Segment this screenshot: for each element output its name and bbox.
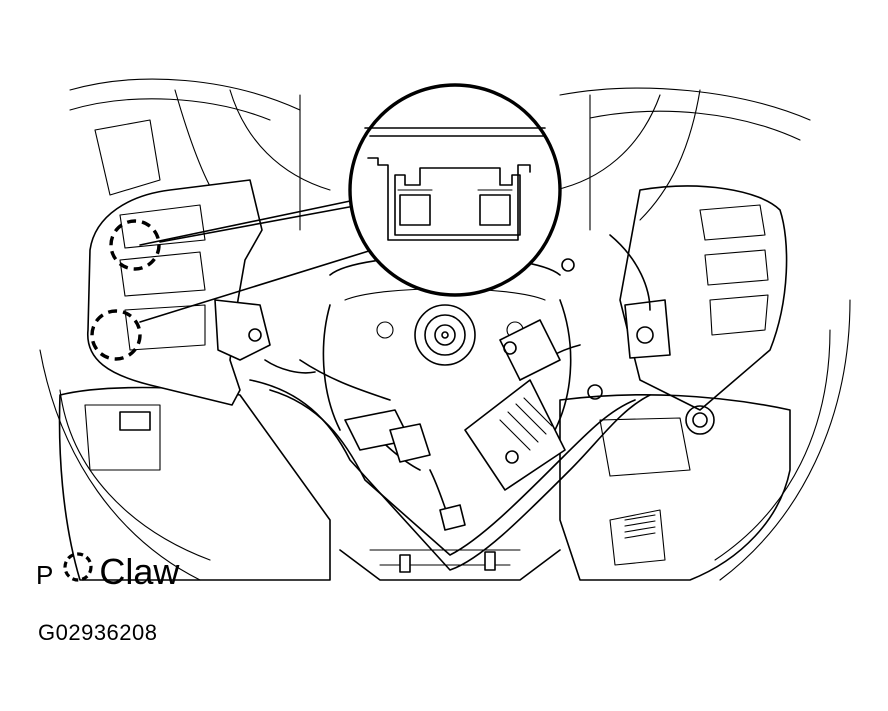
left-switch-pad — [87, 119, 316, 406]
claw-marker-upper — [109, 219, 161, 271]
detail-callout-circle — [348, 83, 562, 297]
steering-wheel-body — [249, 299, 651, 581]
claw-markers — [90, 219, 161, 361]
dashed-circle-icon — [63, 552, 93, 582]
legend-label: Claw — [99, 551, 180, 592]
dashboard-outline — [39, 78, 851, 581]
figure-id: G02936208 — [38, 620, 158, 645]
claw-marker-lower — [90, 309, 142, 361]
wiring-harness — [299, 319, 581, 531]
legend-marker: P — [36, 560, 54, 590]
callout-leaders — [139, 199, 373, 323]
right-switch-pad — [561, 185, 788, 435]
legend: P Claw — [36, 540, 179, 590]
lower-console — [58, 386, 791, 581]
